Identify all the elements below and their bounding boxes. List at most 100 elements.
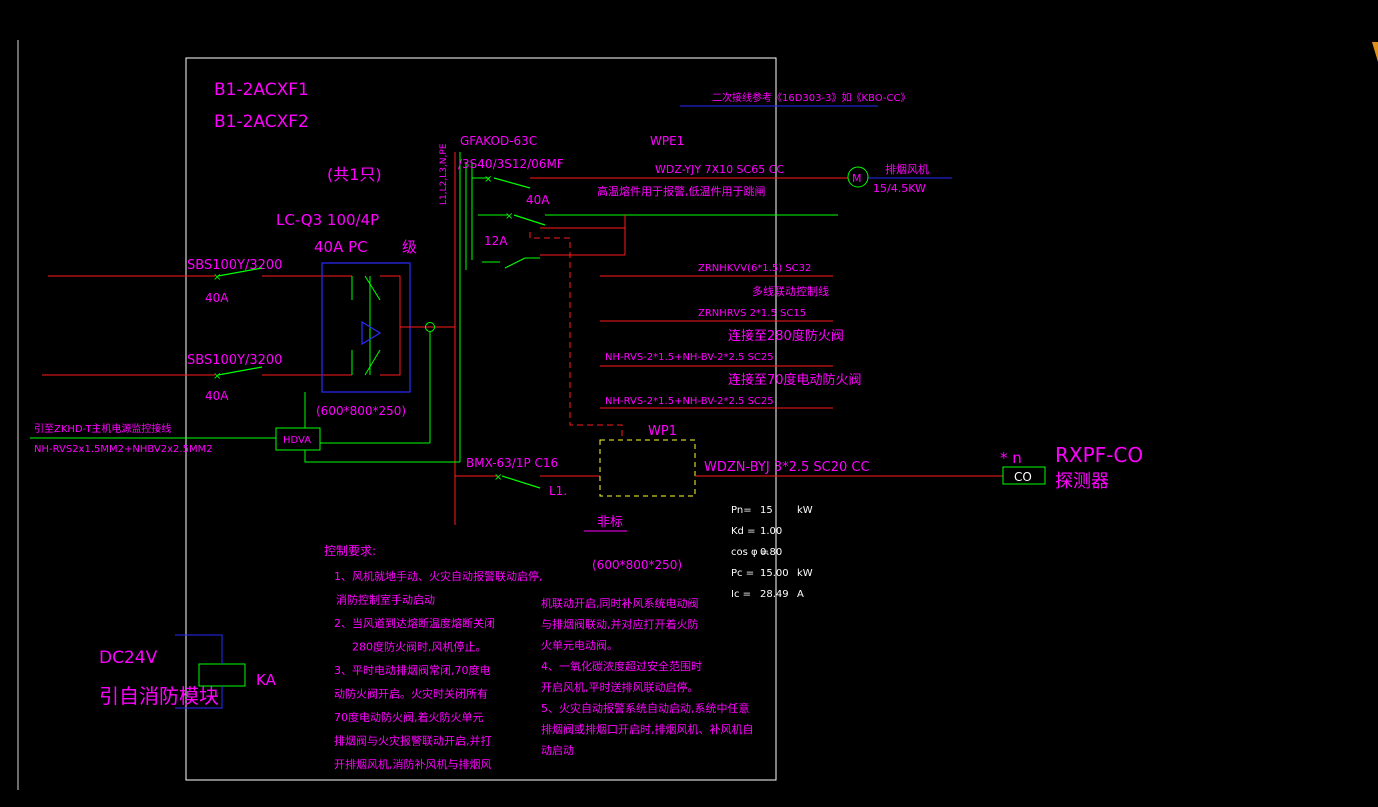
control-req-line: 消防控制室手动启动: [336, 593, 435, 607]
control-req-line: 与排烟阀联动,并对应打开着火防: [541, 617, 699, 631]
wp1-label: WP1: [648, 424, 677, 439]
gfakod-rating-2: 12A: [484, 234, 508, 248]
control-req-line: 1、风机就地手动、火灾自动报警联动启停,: [334, 569, 543, 583]
control-cable-1: ZRNHKVV(6*1.5) SC32: [698, 263, 811, 274]
calc-value: 0.80: [760, 547, 782, 558]
calc-unit: kW: [797, 568, 813, 579]
breaker12-switch: [513, 214, 546, 226]
detector-mark: * n: [1000, 449, 1022, 467]
wp1-box: [599, 439, 696, 497]
calc-key: cos φ =: [731, 547, 769, 558]
incoming-2-x: ×: [213, 371, 221, 382]
hdva-label: HDVA: [283, 435, 311, 446]
calc-key: Ic =: [731, 589, 751, 600]
main-breaker-rating: 40A PC: [314, 238, 368, 256]
incoming-2-rating: 40A: [205, 389, 229, 403]
gfakod-model: GFAKOD-63C: [460, 134, 537, 148]
breaker12-x: ×: [505, 211, 513, 222]
gfakod-rating-1: 40A: [526, 193, 550, 207]
control-req-line: 开启风机,平时送排风联动启停。: [541, 680, 699, 694]
dashed-control-link-1: [529, 232, 623, 440]
panel-size-2: (600*800*250): [592, 558, 682, 572]
control-req-line: 机联动开启,同时补风系统电动阀: [541, 596, 699, 610]
motor-label: M: [852, 172, 862, 185]
main-breaker-model: LC-Q3 100/4P: [276, 211, 379, 229]
ats-switch-1: [364, 275, 381, 301]
wpe1-label: WPE1: [650, 134, 684, 148]
control-req-line: 3、平时电动排烟阀常闭,70度电: [334, 663, 491, 677]
control-cable-1-desc: 多线联动控制线: [752, 284, 829, 298]
ka-wiring: [175, 634, 223, 709]
wp1-phase: L1.: [549, 484, 567, 498]
control-req-line: 2、当风道到达熔断温度熔断关闭: [334, 616, 495, 630]
wp1-box-label: 非标: [597, 515, 623, 530]
wp1-x: ×: [494, 472, 502, 483]
calc-value: 15: [760, 505, 773, 516]
control-req-line: 动防火阀开启。火灾时关闭所有: [334, 687, 488, 701]
calc-value: 15.00: [760, 568, 789, 579]
ext-source-line1: 引至ZKHD-T主机电源监控接线: [34, 422, 171, 435]
detector-model: RXPF-CO: [1055, 443, 1143, 467]
control-cable-4: NH-RVS-2*1.5+NH-BV-2*2.5 SC25: [605, 396, 774, 407]
control-req-line: 开排烟风机,消防补风机与排烟风: [334, 757, 492, 771]
ats-switch-2: [364, 349, 381, 376]
control-cable-3-desc: 连接至70度电动防火阀: [728, 372, 862, 388]
control-cable-2: ZRNHRVS 2*1.5 SC15: [698, 308, 806, 319]
control-req-line: 动启动: [541, 744, 574, 757]
calc-key: Pc =: [731, 568, 754, 579]
control-req-left: 1、风机就地手动、火灾自动报警联动启停, 消防控制室手动启动 2、当风道到达熔断温度…: [334, 569, 543, 771]
load-power: 15/4.5KW: [873, 182, 926, 195]
wpe1-x: ×: [484, 174, 492, 185]
wp1-switch: [501, 475, 541, 489]
control-req-line: 排烟阀或排烟口开启时,排烟风机、补风机自: [541, 722, 754, 736]
control-req-line: 4、一氧化碳浓度超过安全范围时: [541, 659, 702, 673]
corner-mark: [1372, 42, 1378, 62]
motor-symbol: [847, 166, 869, 188]
wpe1-switch: [493, 177, 531, 189]
calc-unit: A: [797, 589, 804, 600]
panel-size-1: (600*800*250): [316, 404, 406, 418]
panel-frame: [185, 57, 777, 781]
detector-name: 探测器: [1055, 471, 1109, 492]
dc-source: 引自消防模块: [99, 684, 219, 708]
control-req-line: 排烟阀与火灾报警联动开启,并打: [334, 734, 492, 748]
ka-label: KA: [256, 671, 277, 689]
co-label: CO: [1014, 470, 1032, 484]
ext-source-line2: NH-RVS2x1.5MM2+NHBV2x2.5MM2: [34, 444, 213, 455]
reference-note: 二次接线参考《16D303-3》如《KBO-CC》: [712, 91, 910, 104]
incoming-1-x: ×: [213, 272, 221, 283]
incoming-2-model: SBS100Y/3200: [187, 353, 282, 368]
panel-count: (共1只): [327, 165, 382, 184]
control-req-title: 控制要求:: [324, 544, 376, 558]
wpe1-cable: WDZ-YJY 7X10 SC65 CC: [655, 163, 784, 176]
incoming-1-rating: 40A: [205, 291, 229, 305]
incoming-1-model: SBS100Y/3200: [187, 258, 282, 273]
ats-triangle: [361, 320, 382, 346]
control-req-line: 5、火灾自动报警系统自动启动,系统中任意: [541, 701, 750, 715]
ats-red-loop: [380, 275, 401, 376]
calc-unit: kW: [797, 505, 813, 516]
control-req-line: 火单元电动阀。: [541, 638, 618, 652]
wp1-cable: WDZN-BYJ 3*2.5 SC20 CC: [704, 460, 870, 475]
gfakod-spec: /3S40/3S12/06MF: [458, 157, 564, 171]
hdva-box: [275, 427, 321, 451]
current-sensor: [425, 322, 435, 332]
level-label: 级: [402, 238, 417, 256]
control-req-line: 280度防火阀时,风机停止。: [352, 640, 487, 654]
panel-name-1: B1-2ACXF1: [214, 80, 309, 100]
calc-key: Pn=: [731, 505, 752, 516]
incoming-2-switch: [217, 366, 263, 376]
incoming-1-switch: [217, 267, 263, 277]
control-cable-3: NH-RVS-2*1.5+NH-BV-2*2.5 SC25: [605, 352, 774, 363]
aux-contact-switch: [504, 257, 526, 269]
control-cable-2-desc: 连接至280度防火阀: [728, 328, 844, 344]
wpe1-note: 高温熔件用于报警,低温件用于跳闸: [597, 184, 766, 198]
dc-voltage: DC24V: [99, 648, 158, 668]
control-req-line: 70度电动防火阀,着火防火单元: [334, 710, 484, 724]
calc-value: 1.00: [760, 526, 782, 537]
calc-value: 28.49: [760, 589, 789, 600]
wp1-breaker: BMX-63/1P C16: [466, 456, 558, 470]
